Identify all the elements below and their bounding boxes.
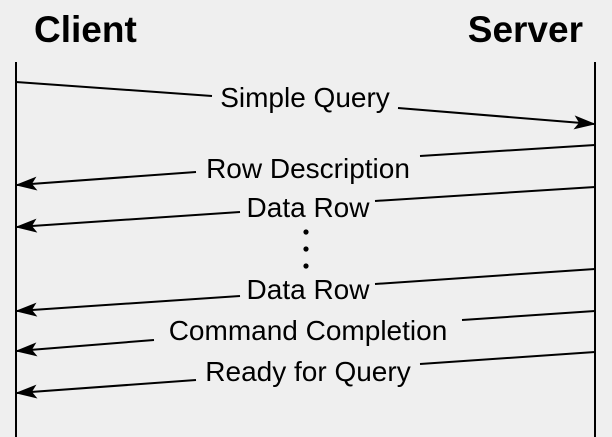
message-line-left bbox=[15, 379, 197, 399]
message-row-description: Row Description bbox=[15, 144, 596, 191]
message-line-right bbox=[374, 268, 596, 285]
message-data-row: Data Row bbox=[15, 268, 596, 317]
message-ready-for-query: Ready for Query bbox=[15, 351, 596, 399]
message-label: Data Row bbox=[247, 274, 371, 305]
message-data-row: Data Row bbox=[15, 186, 596, 233]
message-label: Data Row bbox=[247, 192, 371, 223]
client-label: Client bbox=[34, 9, 137, 50]
message-line-right bbox=[397, 107, 596, 130]
message-command-completion: Command Completion bbox=[15, 310, 596, 357]
message-line-right bbox=[374, 186, 596, 202]
message-label: Row Description bbox=[206, 153, 410, 184]
message-line-right bbox=[461, 310, 596, 321]
message-simple-query: Simple Query bbox=[15, 81, 596, 130]
message-label: Command Completion bbox=[169, 315, 448, 346]
message-line-right bbox=[419, 351, 596, 365]
server-label: Server bbox=[468, 9, 583, 50]
message-label: Simple Query bbox=[220, 82, 390, 113]
message-line-left bbox=[15, 81, 213, 97]
message-line-right bbox=[419, 144, 596, 157]
vertical-ellipsis-icon bbox=[303, 229, 309, 269]
message-label: Ready for Query bbox=[205, 356, 410, 387]
message-line-left bbox=[15, 171, 197, 191]
message-line-left bbox=[15, 295, 241, 317]
message-line-left bbox=[15, 211, 241, 233]
message-line-left bbox=[15, 339, 155, 357]
